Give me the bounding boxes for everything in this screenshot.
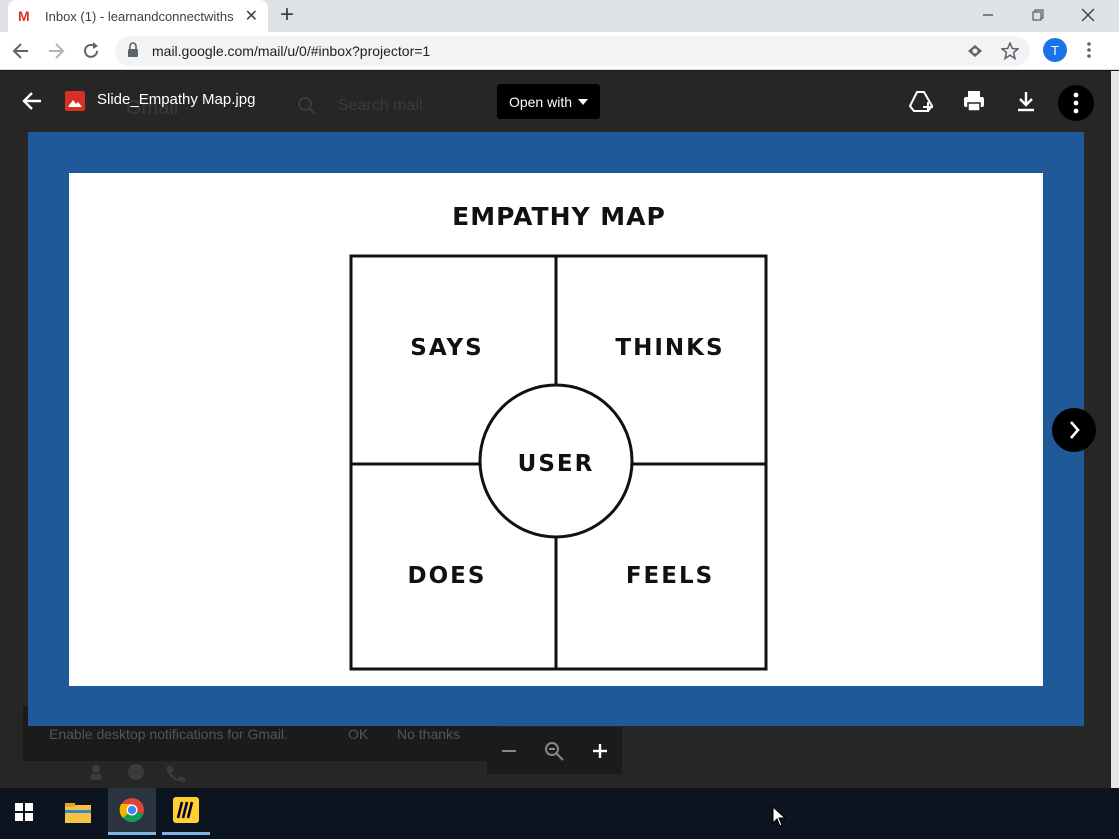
minimize-button[interactable] [965, 0, 1011, 30]
zoom-reset-icon[interactable] [543, 740, 565, 762]
empathy-map-diagram: EMPATHY MAP SAYS THINKS USER DOES FEELS [349, 202, 768, 671]
close-tab-icon[interactable]: ✕ [244, 8, 258, 25]
more-vert-icon [1073, 92, 1079, 114]
zoom-controls [487, 727, 622, 774]
faded-hangouts-icons [90, 764, 185, 782]
reload-button[interactable] [79, 39, 103, 63]
windows-logo-icon [15, 802, 33, 821]
start-button[interactable] [0, 788, 48, 835]
bookmark-star-icon[interactable] [1001, 42, 1019, 60]
reload-icon [84, 42, 98, 58]
zoom-out-button[interactable] [499, 741, 519, 761]
add-to-drive-icon[interactable] [909, 89, 935, 113]
miro-icon [173, 797, 199, 823]
faded-search-icon [298, 97, 316, 115]
lock-icon [128, 42, 138, 57]
notification-text: Enable desktop notifications for Gmail. [49, 726, 288, 742]
forward-arrow-icon [49, 43, 65, 59]
chrome-icon [119, 798, 144, 823]
file-name: Slide_Empathy Map.jpg [97, 91, 256, 108]
center-user: USER [518, 451, 595, 477]
dropdown-arrow-icon [578, 98, 589, 105]
new-tab-button[interactable]: + [280, 1, 295, 28]
restore-icon [1032, 9, 1044, 21]
close-window-button[interactable] [1065, 0, 1111, 30]
tab-strip: M Inbox (1) - learnandconnectwiths ✕ + [0, 0, 1119, 32]
taskbar-chrome[interactable] [108, 788, 156, 835]
page-scrollbar[interactable] [1111, 71, 1119, 788]
forward-button[interactable] [44, 39, 68, 63]
back-arrow-icon [12, 43, 28, 59]
empathy-map-image: EMPATHY MAP SAYS THINKS USER DOES FEELS [69, 173, 1043, 686]
browser-tab[interactable]: M Inbox (1) - learnandconnectwiths ✕ [8, 0, 268, 32]
restore-button[interactable] [1015, 0, 1061, 30]
quadrant-feels: FEELS [626, 563, 714, 589]
close-window-icon [1081, 8, 1095, 22]
address-bar[interactable]: mail.google.com/mail/u/0/#inbox?projecto… [115, 36, 1030, 66]
download-icon[interactable] [1014, 89, 1038, 113]
open-with-label: Open with [508, 93, 573, 110]
image-file-icon [65, 91, 85, 111]
windows-taskbar [0, 788, 1119, 839]
open-with-button[interactable]: Open with [497, 84, 600, 119]
mouse-cursor-icon [772, 806, 787, 827]
user-circle [478, 383, 634, 539]
browser-menu-icon[interactable] [1084, 40, 1094, 60]
minimize-icon [983, 14, 993, 16]
image-frame: EMPATHY MAP SAYS THINKS USER DOES FEELS [28, 132, 1084, 726]
print-icon[interactable] [962, 89, 986, 113]
close-viewer-back-icon[interactable] [21, 90, 43, 112]
next-image-button[interactable] [1052, 408, 1096, 452]
faded-search-text: Search mail [338, 97, 423, 114]
gmail-favicon: M [18, 8, 30, 24]
zoom-in-button[interactable] [590, 741, 610, 761]
slide-title: EMPATHY MAP [452, 202, 666, 231]
url-text: mail.google.com/mail/u/0/#inbox?projecto… [152, 43, 431, 59]
taskbar-file-explorer[interactable] [54, 788, 102, 835]
image-viewer-overlay: Gmail Search mail Slide_Empathy Map.jpg … [0, 71, 1111, 788]
quadrant-thinks: THINKS [615, 335, 724, 361]
notification-ok[interactable]: OK [348, 726, 369, 742]
chevron-right-icon [1070, 421, 1080, 439]
notification-no-thanks[interactable]: No thanks [397, 726, 461, 742]
browser-toolbar: mail.google.com/mail/u/0/#inbox?projecto… [0, 32, 1119, 70]
tab-title: Inbox (1) - learnandconnectwiths [45, 8, 234, 24]
back-button[interactable] [9, 39, 33, 63]
quadrant-does: DOES [408, 563, 487, 589]
profile-avatar[interactable]: T [1043, 38, 1067, 62]
extension-icon[interactable] [966, 43, 984, 59]
quadrant-says: SAYS [410, 335, 483, 361]
faded-gmail-logo: Gmail [126, 97, 179, 119]
viewer-toolbar: Slide_Empathy Map.jpg Open with [0, 71, 1111, 133]
folder-icon [65, 802, 91, 823]
more-options-button[interactable] [1058, 85, 1094, 121]
taskbar-miro[interactable] [162, 788, 210, 835]
